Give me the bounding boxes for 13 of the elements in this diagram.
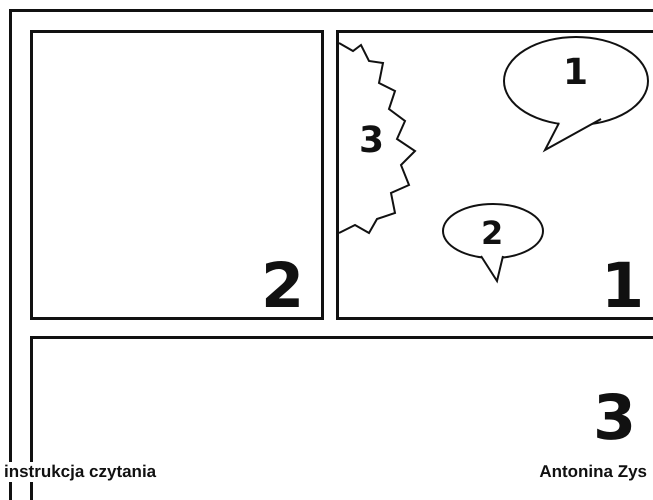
page-caption: instrukcja czytania — [4, 462, 156, 482]
speech-bubble — [439, 201, 547, 283]
speech-bubble — [501, 33, 651, 151]
burst-balloon — [339, 43, 419, 233]
balloon-number: 3 — [359, 123, 384, 159]
panel-number: 1 — [601, 255, 644, 317]
balloon-number: 2 — [481, 217, 504, 249]
panel-number: 3 — [593, 387, 636, 449]
comic-panel — [30, 30, 324, 320]
panel-number: 2 — [261, 255, 304, 317]
balloon-number: 1 — [563, 55, 588, 91]
author-name: Antonina Zys — [539, 462, 647, 482]
comic-panel — [336, 30, 653, 320]
